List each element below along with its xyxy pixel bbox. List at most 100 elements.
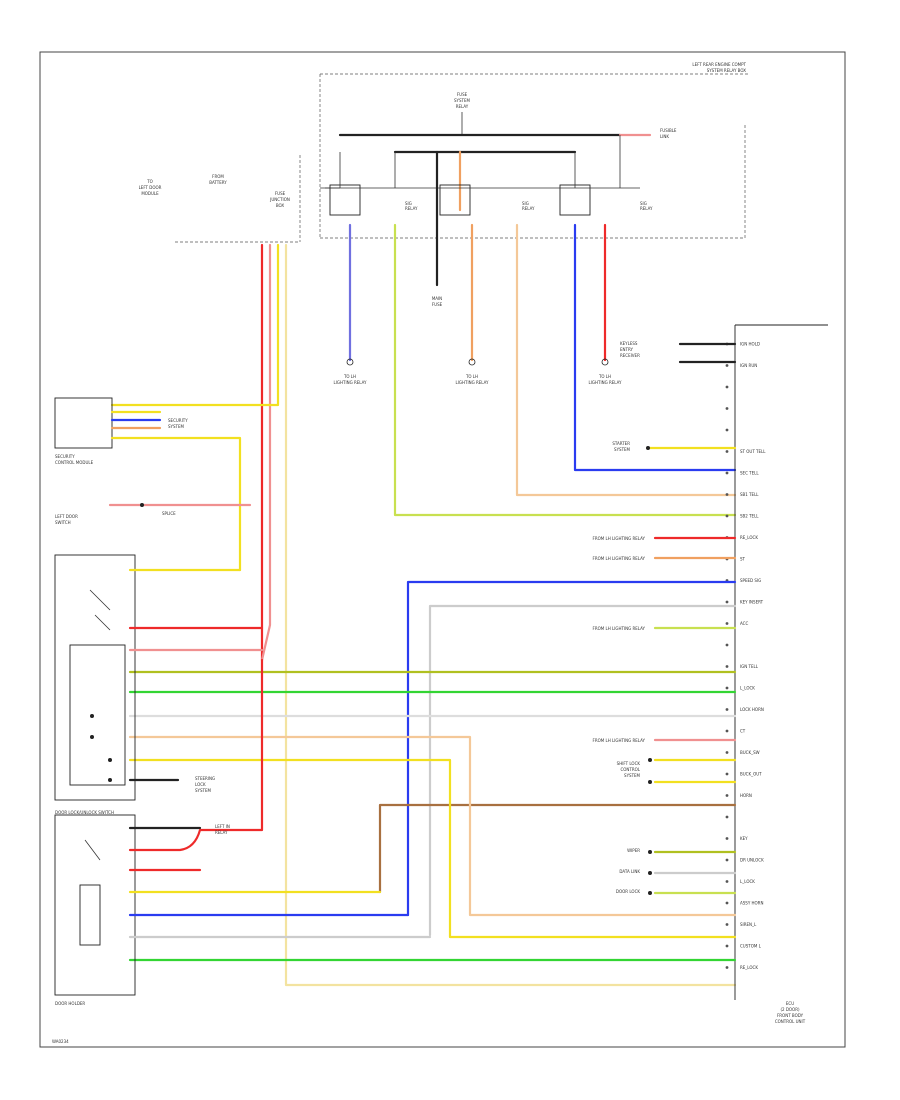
ecu-pin-marker: [725, 708, 729, 711]
ecu-pin-label: CUSTOM L: [740, 944, 762, 949]
svg-text:ENTRY: ENTRY: [620, 347, 633, 352]
ecu-pin-marker: [725, 794, 729, 797]
ecu-pin-marker: [725, 772, 729, 776]
svg-text:FROM LH LIGHTING RELAY: FROM LH LIGHTING RELAY: [593, 556, 646, 561]
ecu-pins: IGN HOLD IGN RUN ST OUT TELL SEC TELL SB1 TE…: [725, 342, 766, 970]
svg-text:FROM LH LIGHTING RELAY: FROM LH LIGHTING RELAY: [593, 626, 646, 631]
svg-text:SIG: SIG: [405, 201, 412, 206]
svg-text:SYSTEM: SYSTEM: [624, 773, 640, 778]
ecu-pin-label: SEC TELL: [740, 471, 759, 476]
svg-text:DOOR LOCK: DOOR LOCK: [616, 889, 640, 894]
ecu-pin-label: DR UNLOCK: [740, 858, 764, 863]
svg-text:FROM LH LIGHTING RELAY: FROM LH LIGHTING RELAY: [593, 738, 646, 743]
ecu-pin-label: L_LOCK: [740, 686, 755, 691]
svg-text:TO: TO: [146, 179, 153, 184]
ecu-pin-label: BUCK_OUT: [740, 772, 762, 777]
svg-text:LEFT DOOR: LEFT DOOR: [55, 514, 78, 519]
svg-text:LOCK: LOCK: [195, 782, 206, 787]
ecu-pin-marker: [725, 923, 729, 926]
svg-text:DOOR LOCK/UNLOCK SWITCH: DOOR LOCK/UNLOCK SWITCH: [55, 810, 114, 815]
ecu-pin-marker: [725, 600, 729, 604]
ecu-pin-marker: [725, 622, 729, 625]
ecu-pin-label: IGN RUN: [740, 363, 757, 368]
ecu-pin-marker: [725, 364, 729, 367]
ecu-pin-marker: [725, 686, 729, 690]
ecu-pin-label: IGN HOLD: [740, 342, 760, 347]
ecu-pin-label: SIREN_L: [740, 922, 757, 927]
ecu-pin-label: HORN: [740, 793, 752, 798]
ecu-label: ECU: [786, 1001, 794, 1006]
svg-text:FUSE: FUSE: [457, 92, 468, 97]
svg-text:JUNCTION: JUNCTION: [269, 197, 290, 202]
ecu-pin-marker: [725, 837, 729, 840]
ecu-pin-label: CT: [740, 729, 746, 734]
svg-text:BOX: BOX: [276, 203, 285, 208]
horn-switch: DOOR LOCK/UNLOCK SWITCH LEFT IN RELAY DO…: [54, 658, 432, 1006]
ecu-pin-marker: [725, 428, 729, 432]
ecu-pin-marker: [725, 643, 729, 647]
relay-box: LEFT REAR ENGINE COMPT SYSTEM RELAY BOX …: [319, 62, 748, 239]
svg-text:STARTER: STARTER: [612, 441, 630, 446]
svg-text:LIGHTING RELAY: LIGHTING RELAY: [334, 380, 368, 385]
svg-text:RELAY: RELAY: [215, 830, 228, 835]
svg-text:LIGHTING RELAY: LIGHTING RELAY: [589, 380, 623, 385]
svg-text:TO LH: TO LH: [598, 374, 611, 379]
svg-text:RELAY: RELAY: [456, 104, 469, 109]
svg-text:SYSTEM: SYSTEM: [454, 98, 470, 103]
svg-text:LIGHTING RELAY: LIGHTING RELAY: [456, 380, 490, 385]
ecu-pin-label: ACC: [740, 621, 748, 626]
ecu-pin-label: L_LOCK: [740, 879, 755, 884]
svg-text:MAIN: MAIN: [432, 296, 442, 301]
svg-text:SHIFT LOCK: SHIFT LOCK: [617, 761, 641, 766]
svg-text:FUSIBLE: FUSIBLE: [660, 128, 677, 133]
svg-text:DATA LINK: DATA LINK: [619, 869, 640, 874]
svg-text:LINK: LINK: [660, 134, 669, 139]
ecu-pin-marker: [725, 471, 729, 475]
ignition-switch: STEERING LOCK SYSTEM: [54, 554, 264, 801]
ecu-pin-marker: [725, 880, 729, 883]
ecu-pin-marker: [725, 751, 729, 754]
svg-text:SYSTEM: SYSTEM: [168, 424, 184, 429]
svg-text:RELAY: RELAY: [522, 206, 535, 211]
ecu-pin-label: RE_LOCK: [740, 535, 758, 540]
ecu-box: ECU (2 DOOR) FRONT BODY CONTROL UNIT: [734, 324, 828, 1024]
svg-text:LEFT DOOR: LEFT DOOR: [139, 185, 162, 190]
ecu-pin-label: ASSY HORN: [740, 901, 763, 906]
ecu-pin-marker: [725, 858, 729, 862]
svg-text:DOOR HOLDER: DOOR HOLDER: [55, 1001, 85, 1006]
svg-text:TO LH: TO LH: [465, 374, 478, 379]
ecu-pin-label: SB1 TELL: [740, 492, 759, 497]
ecu-pin-label: ST: [740, 557, 746, 562]
svg-text:KEYLESS: KEYLESS: [620, 341, 638, 346]
ecu-pin-marker: [725, 665, 729, 668]
svg-text:LEFT IN: LEFT IN: [215, 824, 230, 829]
ecu-pin-marker: [725, 385, 729, 389]
svg-text:SIG: SIG: [522, 201, 529, 206]
ecu-pin-marker: [725, 407, 729, 410]
svg-text:FUSE: FUSE: [275, 191, 286, 196]
svg-text:CONTROL MODULE: CONTROL MODULE: [55, 460, 94, 465]
svg-text:STEERING: STEERING: [195, 776, 215, 781]
ecu-pin-label: RE_LOCK: [740, 965, 758, 970]
footer-code: WA0234: [52, 1039, 69, 1044]
svg-text:FROM: FROM: [212, 174, 224, 179]
ecu-pin-label: LOCK HORN: [740, 707, 764, 712]
svg-text:MODULE: MODULE: [141, 191, 159, 196]
ecu-pin-label: IGN TELL: [740, 664, 759, 669]
svg-text:SYSTEM: SYSTEM: [195, 788, 211, 793]
svg-text:TO LH: TO LH: [343, 374, 356, 379]
ecu-pin-label: SB2 TELL: [740, 514, 759, 519]
svg-text:SYSTEM RELAY BOX: SYSTEM RELAY BOX: [707, 68, 747, 73]
svg-text:WIPER: WIPER: [627, 848, 640, 853]
ecu-pin-label: SPEED SIG: [740, 578, 761, 583]
ecu-pin-label: ST OUT TELL: [740, 449, 766, 454]
svg-text:RECEIVER: RECEIVER: [620, 353, 640, 358]
svg-text:FRONT BODY: FRONT BODY: [777, 1013, 804, 1018]
ecu-pin-marker: [725, 966, 729, 969]
ecu-pin-label: BUCK_SW: [740, 750, 760, 755]
ecu-pin-marker: [725, 944, 729, 948]
ecu-pin-marker: [725, 450, 729, 453]
svg-text:RELAY: RELAY: [640, 206, 653, 211]
svg-text:SIG: SIG: [640, 201, 647, 206]
